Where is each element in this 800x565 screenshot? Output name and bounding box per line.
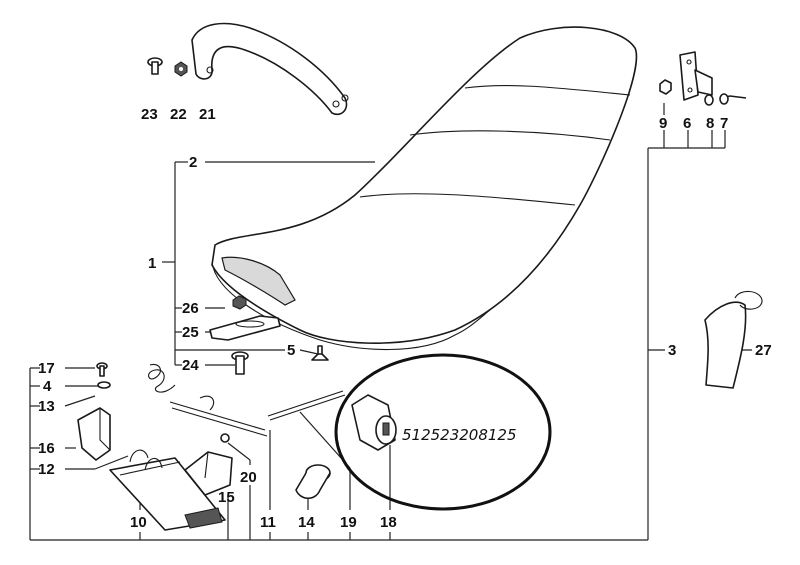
callout-23: 23 (141, 106, 158, 123)
bracket-6 (679, 51, 713, 101)
strap-27 (704, 290, 763, 389)
bolt-23 (147, 57, 163, 75)
nut-26 (232, 295, 247, 310)
seat-assembly (211, 26, 638, 351)
nut-9 (659, 79, 672, 95)
washer-4 (97, 381, 111, 389)
bolt-7 (719, 93, 747, 105)
callout-22: 22 (170, 106, 187, 123)
callout-1: 1 (148, 255, 156, 272)
callout-16: 16 (38, 440, 55, 457)
latch-plate-10 (109, 457, 226, 531)
lock-rod (169, 395, 268, 437)
bolt-5 (311, 345, 329, 361)
callout-24: 24 (182, 357, 199, 374)
nut-20 (220, 433, 230, 443)
callout-18: 18 (380, 514, 397, 531)
cable-wire (267, 390, 346, 421)
callout-21: 21 (199, 106, 216, 123)
callout-5: 5 (287, 342, 295, 359)
callout-15: 15 (218, 489, 235, 506)
lock-18 (351, 394, 397, 451)
hook-12 (129, 449, 163, 471)
washer-22 (174, 61, 188, 77)
callout-26: 26 (182, 300, 199, 317)
callout-25: 25 (182, 324, 199, 341)
callout-10: 10 (130, 514, 147, 531)
washer-8 (704, 94, 714, 106)
bracket-16 (77, 407, 111, 461)
callout-labels: 1 2 3 4 5 6 7 8 9 10 11 12 13 14 15 16 1… (38, 106, 772, 531)
callout-11: 11 (260, 514, 276, 531)
callout-2: 2 (189, 154, 197, 171)
callout-9: 9 (659, 115, 667, 132)
callout-19: 19 (340, 514, 357, 531)
callout-8: 8 (706, 115, 714, 132)
callout-7: 7 (720, 115, 728, 132)
grab-handle (191, 22, 349, 116)
screw-17 (96, 362, 108, 377)
callout-27: 27 (755, 342, 772, 359)
callout-20: 20 (240, 469, 257, 486)
spring-13 (148, 363, 176, 393)
callout-14: 14 (298, 514, 315, 531)
highlight-circle (334, 353, 552, 511)
callout-13: 13 (38, 398, 55, 415)
bracket-15 (184, 451, 233, 496)
sleeve-14 (295, 464, 331, 500)
callout-4: 4 (43, 378, 52, 395)
callout-6: 6 (683, 115, 691, 132)
plate-25 (209, 315, 281, 341)
bolt-24 (231, 351, 249, 375)
part-number-label: 512523208125 (402, 426, 517, 444)
leader-lines (29, 103, 752, 541)
callout-3: 3 (668, 342, 676, 359)
callout-12: 12 (38, 461, 55, 478)
callout-17: 17 (38, 360, 55, 377)
